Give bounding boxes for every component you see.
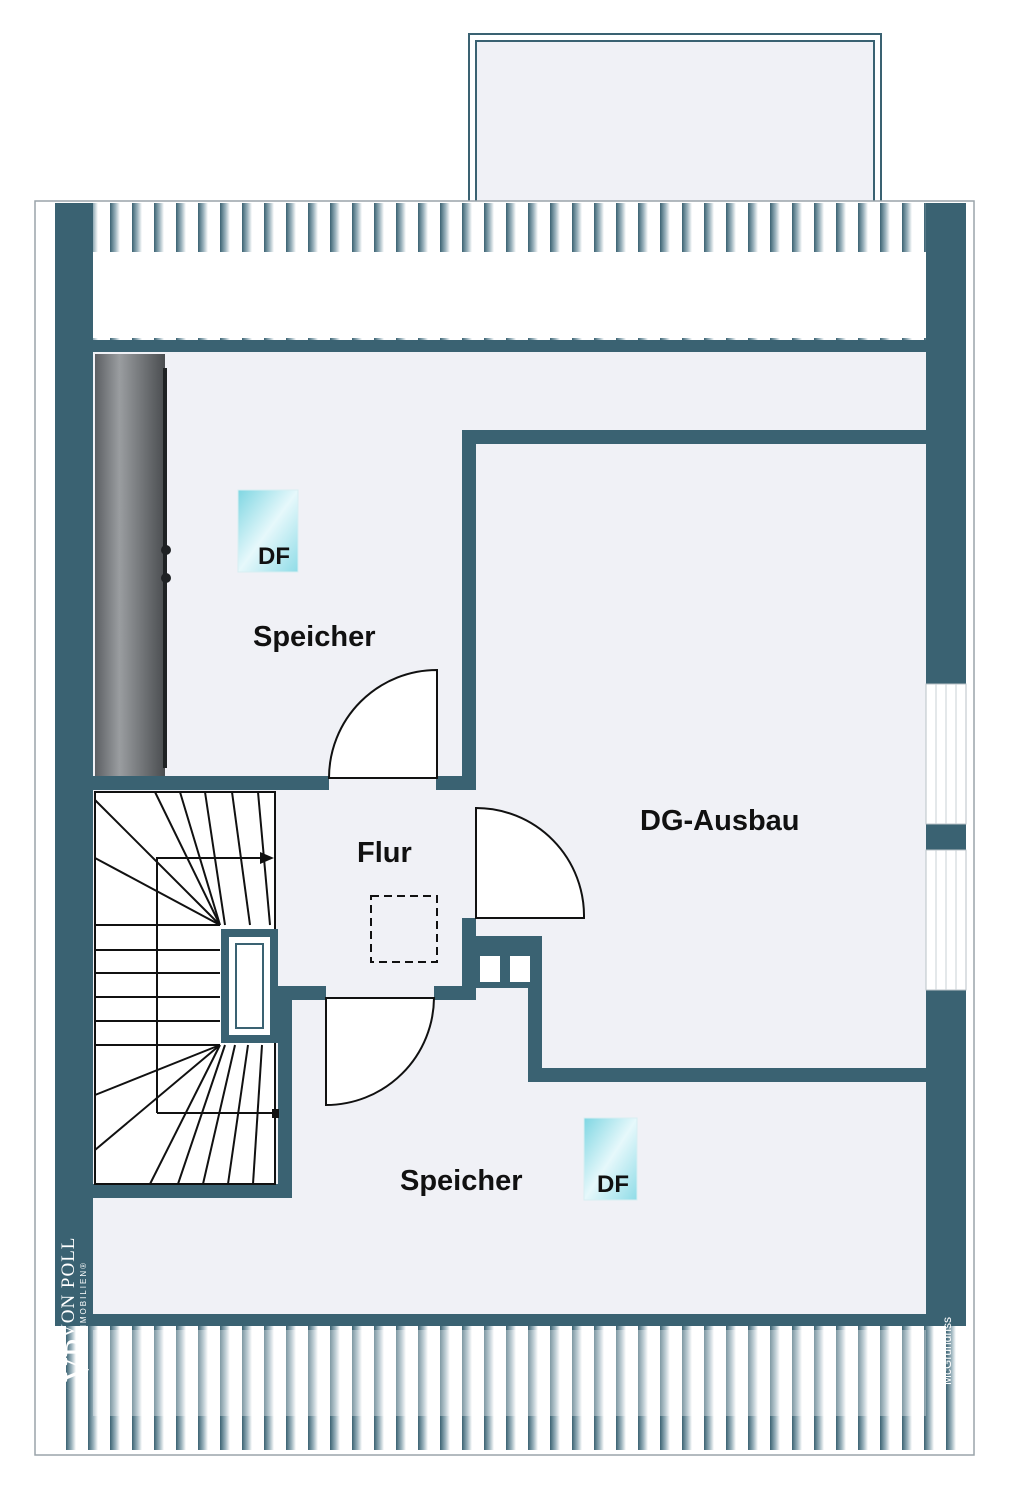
room-label-flur: Flur	[357, 837, 412, 869]
room-label-speicher-bottom: Speicher	[400, 1165, 523, 1197]
window-right-lower	[925, 849, 967, 991]
room-label-speicher-top: Speicher	[253, 621, 376, 653]
wardrobe	[95, 354, 171, 776]
doors	[325, 668, 586, 1107]
logo-name: VON POLL	[58, 1237, 79, 1338]
skylight-bottom-label: DF	[597, 1171, 629, 1198]
stair-end-marker	[272, 1109, 279, 1118]
skylight-bottom: DF	[583, 1117, 638, 1201]
stair-arrow-icon	[260, 852, 274, 864]
balcony	[468, 33, 882, 207]
skylight-top: DF	[237, 489, 299, 573]
outer-walls	[55, 203, 966, 1326]
credit: McGrundriss	[940, 1317, 954, 1385]
credit-text: McGrundriss	[940, 1317, 954, 1385]
window-right-upper	[925, 683, 967, 825]
von-poll-logo: VP VON POLL IMMOBILIEN®	[58, 1237, 96, 1382]
staircase	[94, 791, 278, 1185]
attic-hatch	[370, 895, 438, 963]
room-label-dg-ausbau: DG-Ausbau	[640, 805, 800, 837]
logo-subtitle: IMMOBILIEN®	[79, 1261, 88, 1336]
logo-monogram: VP	[59, 1339, 96, 1382]
skylight-top-label: DF	[258, 543, 290, 570]
chimney-shaft	[480, 956, 530, 982]
